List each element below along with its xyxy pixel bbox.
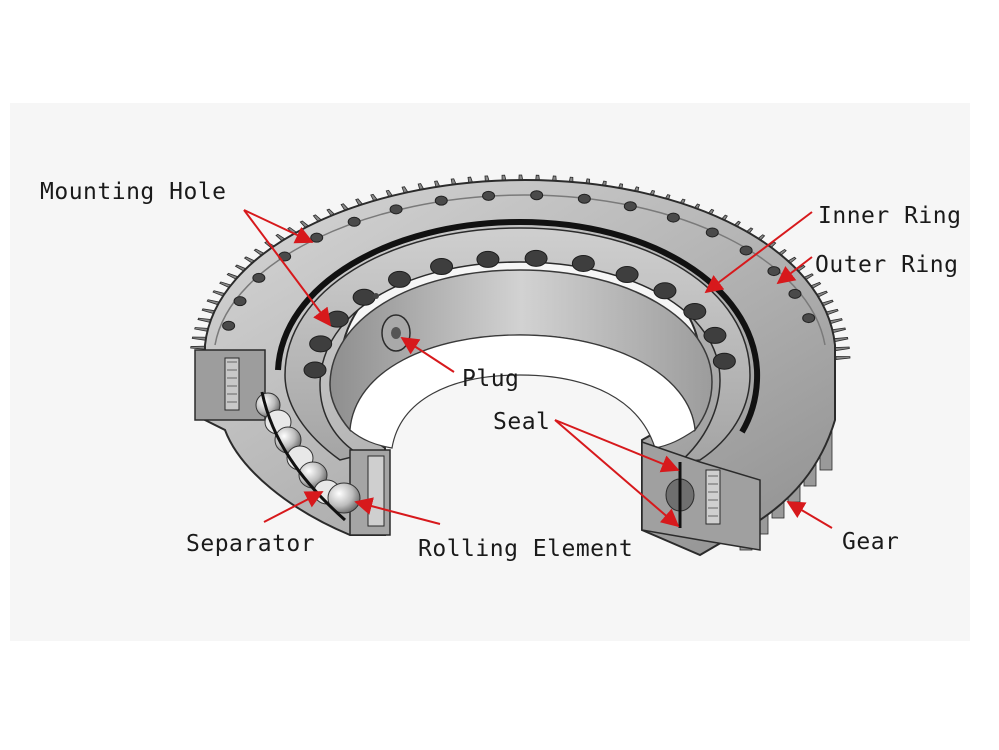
arrow-mounting-hole-2 xyxy=(243,209,332,327)
label-outer-ring: Outer Ring xyxy=(815,252,959,278)
label-gear: Gear xyxy=(842,529,900,555)
mounting-hole xyxy=(788,288,802,299)
left-seal xyxy=(260,391,346,522)
gear-tooth xyxy=(833,337,849,343)
mounting-hole xyxy=(389,204,403,215)
arrow-mounting-hole-1 xyxy=(243,209,314,244)
label-seal: Seal xyxy=(493,409,551,435)
mounting-hole xyxy=(577,193,591,204)
arrow-outer-ring xyxy=(776,256,813,285)
label-separator: Separator xyxy=(186,531,316,557)
bore-opening xyxy=(349,334,696,449)
mounting-hole xyxy=(252,272,266,283)
mounting-hole xyxy=(434,195,448,206)
arrow-plug xyxy=(400,337,455,373)
label-inner-ring: Inner Ring xyxy=(818,203,962,229)
mounting-hole xyxy=(352,288,376,306)
mounting-hole xyxy=(623,201,637,212)
mounting-hole xyxy=(310,232,324,243)
mounting-hole xyxy=(309,335,333,353)
mounting-hole xyxy=(615,266,639,284)
inner-ring xyxy=(284,227,751,463)
mounting-hole xyxy=(476,250,500,268)
mounting-hole xyxy=(666,212,680,223)
label-rolling-element: Rolling Element xyxy=(418,536,634,562)
arrow-separator xyxy=(263,491,324,523)
annotation-arrows xyxy=(243,209,833,529)
mounting-hole xyxy=(430,258,454,276)
mounting-hole xyxy=(653,282,677,300)
gear-tooth xyxy=(190,345,206,350)
mounting-hole xyxy=(683,302,707,320)
seal-gap xyxy=(275,218,761,434)
mounting-hole xyxy=(767,266,781,277)
small-hole xyxy=(373,293,379,299)
mounting-hole xyxy=(739,245,753,256)
gear-tooth xyxy=(834,346,850,352)
arrow-gear xyxy=(786,501,833,529)
label-plug: Plug xyxy=(462,366,520,392)
label-mounting-hole: Mounting Hole xyxy=(40,179,227,205)
arrow-seal-2 xyxy=(554,419,680,528)
arrow-inner-ring xyxy=(704,211,813,294)
mounting-hole xyxy=(303,361,327,379)
mounting-hole xyxy=(524,249,548,267)
inner-mounting-holes xyxy=(303,249,736,379)
arrow-rolling-element xyxy=(354,497,441,525)
mounting-hole xyxy=(222,320,236,331)
mounting-hole xyxy=(703,326,727,344)
left-cross-section xyxy=(194,349,391,536)
mounting-hole xyxy=(347,216,361,227)
outer-mounting-holes xyxy=(222,190,816,331)
gear-tooth xyxy=(835,356,851,361)
mounting-hole xyxy=(233,296,247,307)
mounting-hole xyxy=(712,352,736,370)
arrow-seal-1 xyxy=(554,419,680,473)
mounting-hole xyxy=(802,313,816,324)
mounting-hole xyxy=(705,227,719,238)
gear-tooth xyxy=(191,336,208,341)
mounting-hole xyxy=(482,190,496,201)
mounting-hole xyxy=(530,190,544,201)
mounting-hole xyxy=(571,254,595,272)
mounting-hole xyxy=(388,270,412,288)
plug xyxy=(381,314,411,352)
